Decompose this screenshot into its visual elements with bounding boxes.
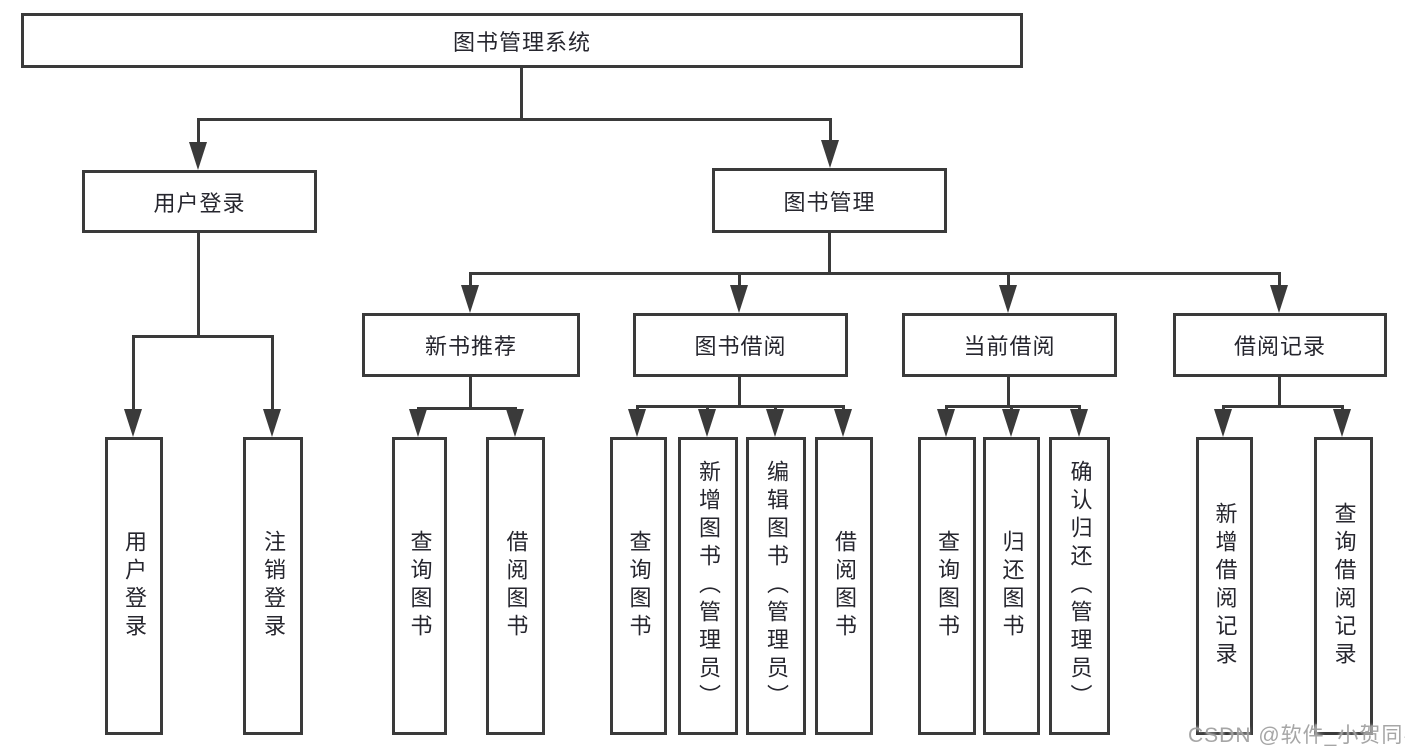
leaf-label: 编辑图书（管理员） bbox=[764, 460, 789, 712]
leaf-label: 用户登录 bbox=[122, 530, 147, 642]
arrow-down-icon bbox=[506, 409, 524, 437]
node-root: 图书管理系统 bbox=[21, 13, 1023, 68]
connector-line bbox=[132, 335, 135, 413]
connector-line bbox=[417, 407, 517, 410]
leaf-edit-books-admin: 编辑图书（管理员） bbox=[746, 437, 806, 735]
connector-line bbox=[197, 118, 200, 150]
connector-line bbox=[469, 377, 472, 407]
connector-line bbox=[829, 118, 832, 148]
leaf-borrow-books: 借阅图书 bbox=[486, 437, 545, 735]
arrow-down-icon bbox=[189, 142, 207, 170]
connector-line bbox=[945, 405, 1081, 408]
leaf-label: 归还图书 bbox=[999, 530, 1025, 642]
leaf-label: 查询借阅记录 bbox=[1331, 502, 1357, 670]
connector-line bbox=[520, 68, 523, 118]
leaf-label: 确认归还（管理员） bbox=[1067, 460, 1093, 712]
leaf-label: 查询图书 bbox=[407, 530, 433, 642]
leaf-label: 查询图书 bbox=[626, 530, 652, 642]
arrow-down-icon bbox=[730, 285, 748, 313]
connector-line bbox=[1222, 405, 1344, 408]
connector-line bbox=[469, 272, 1281, 275]
connector-line bbox=[469, 272, 472, 288]
csdn-watermark: CSDN @软件_小贺同学 bbox=[1188, 724, 1405, 747]
node-user-login: 用户登录 bbox=[82, 170, 317, 233]
leaf-query-books: 查询图书 bbox=[392, 437, 447, 735]
arrow-down-icon bbox=[937, 409, 955, 437]
leaf-label: 借阅图书 bbox=[832, 530, 857, 642]
leaf-label: 注销登录 bbox=[261, 530, 286, 642]
arrow-down-icon bbox=[124, 409, 142, 437]
node-new-book-recommend: 新书推荐 bbox=[362, 313, 580, 377]
node-book-borrowing: 图书借阅 bbox=[633, 313, 848, 377]
connector-line bbox=[1278, 272, 1281, 288]
arrow-down-icon bbox=[1002, 409, 1020, 437]
arrow-down-icon bbox=[999, 285, 1017, 313]
connector-line bbox=[197, 233, 200, 335]
leaf-label: 借阅图书 bbox=[503, 530, 529, 642]
leaf-user-login: 用户登录 bbox=[105, 437, 163, 735]
connector-line bbox=[636, 405, 845, 408]
leaf-borrow-books: 借阅图书 bbox=[815, 437, 873, 735]
connector-line bbox=[828, 233, 831, 274]
arrow-down-icon bbox=[263, 409, 281, 437]
leaf-return-books: 归还图书 bbox=[983, 437, 1040, 735]
arrow-down-icon bbox=[628, 409, 646, 437]
connector-line bbox=[1278, 377, 1281, 405]
arrow-down-icon bbox=[1270, 285, 1288, 313]
leaf-add-books-admin: 新增图书（管理员） bbox=[678, 437, 738, 735]
leaf-query-books: 查询图书 bbox=[918, 437, 976, 735]
node-borrowing-records: 借阅记录 bbox=[1173, 313, 1387, 377]
arrow-down-icon bbox=[1214, 409, 1232, 437]
connector-line bbox=[738, 377, 741, 405]
arrow-down-icon bbox=[1333, 409, 1351, 437]
leaf-label: 新增借阅记录 bbox=[1212, 502, 1238, 670]
arrow-down-icon bbox=[698, 409, 716, 437]
arrow-down-icon bbox=[821, 140, 839, 168]
connector-line bbox=[271, 335, 274, 413]
arrow-down-icon bbox=[766, 409, 784, 437]
leaf-query-borrow-record: 查询借阅记录 bbox=[1314, 437, 1373, 735]
arrow-down-icon bbox=[1070, 409, 1088, 437]
arrow-down-icon bbox=[834, 409, 852, 437]
arrow-down-icon bbox=[409, 409, 427, 437]
leaf-logout: 注销登录 bbox=[243, 437, 303, 735]
connector-line bbox=[1007, 377, 1010, 405]
leaf-add-borrow-record: 新增借阅记录 bbox=[1196, 437, 1253, 735]
connector-line bbox=[197, 118, 831, 121]
leaf-query-books: 查询图书 bbox=[610, 437, 667, 735]
node-book-management: 图书管理 bbox=[712, 168, 947, 233]
connector-line bbox=[738, 272, 741, 288]
arrow-down-icon bbox=[461, 285, 479, 313]
leaf-confirm-return-admin: 确认归还（管理员） bbox=[1049, 437, 1110, 735]
connector-line bbox=[1007, 272, 1010, 288]
leaf-label: 新增图书（管理员） bbox=[696, 460, 721, 712]
node-current-borrowing: 当前借阅 bbox=[902, 313, 1117, 377]
connector-line bbox=[132, 335, 274, 338]
leaf-label: 查询图书 bbox=[935, 530, 960, 642]
